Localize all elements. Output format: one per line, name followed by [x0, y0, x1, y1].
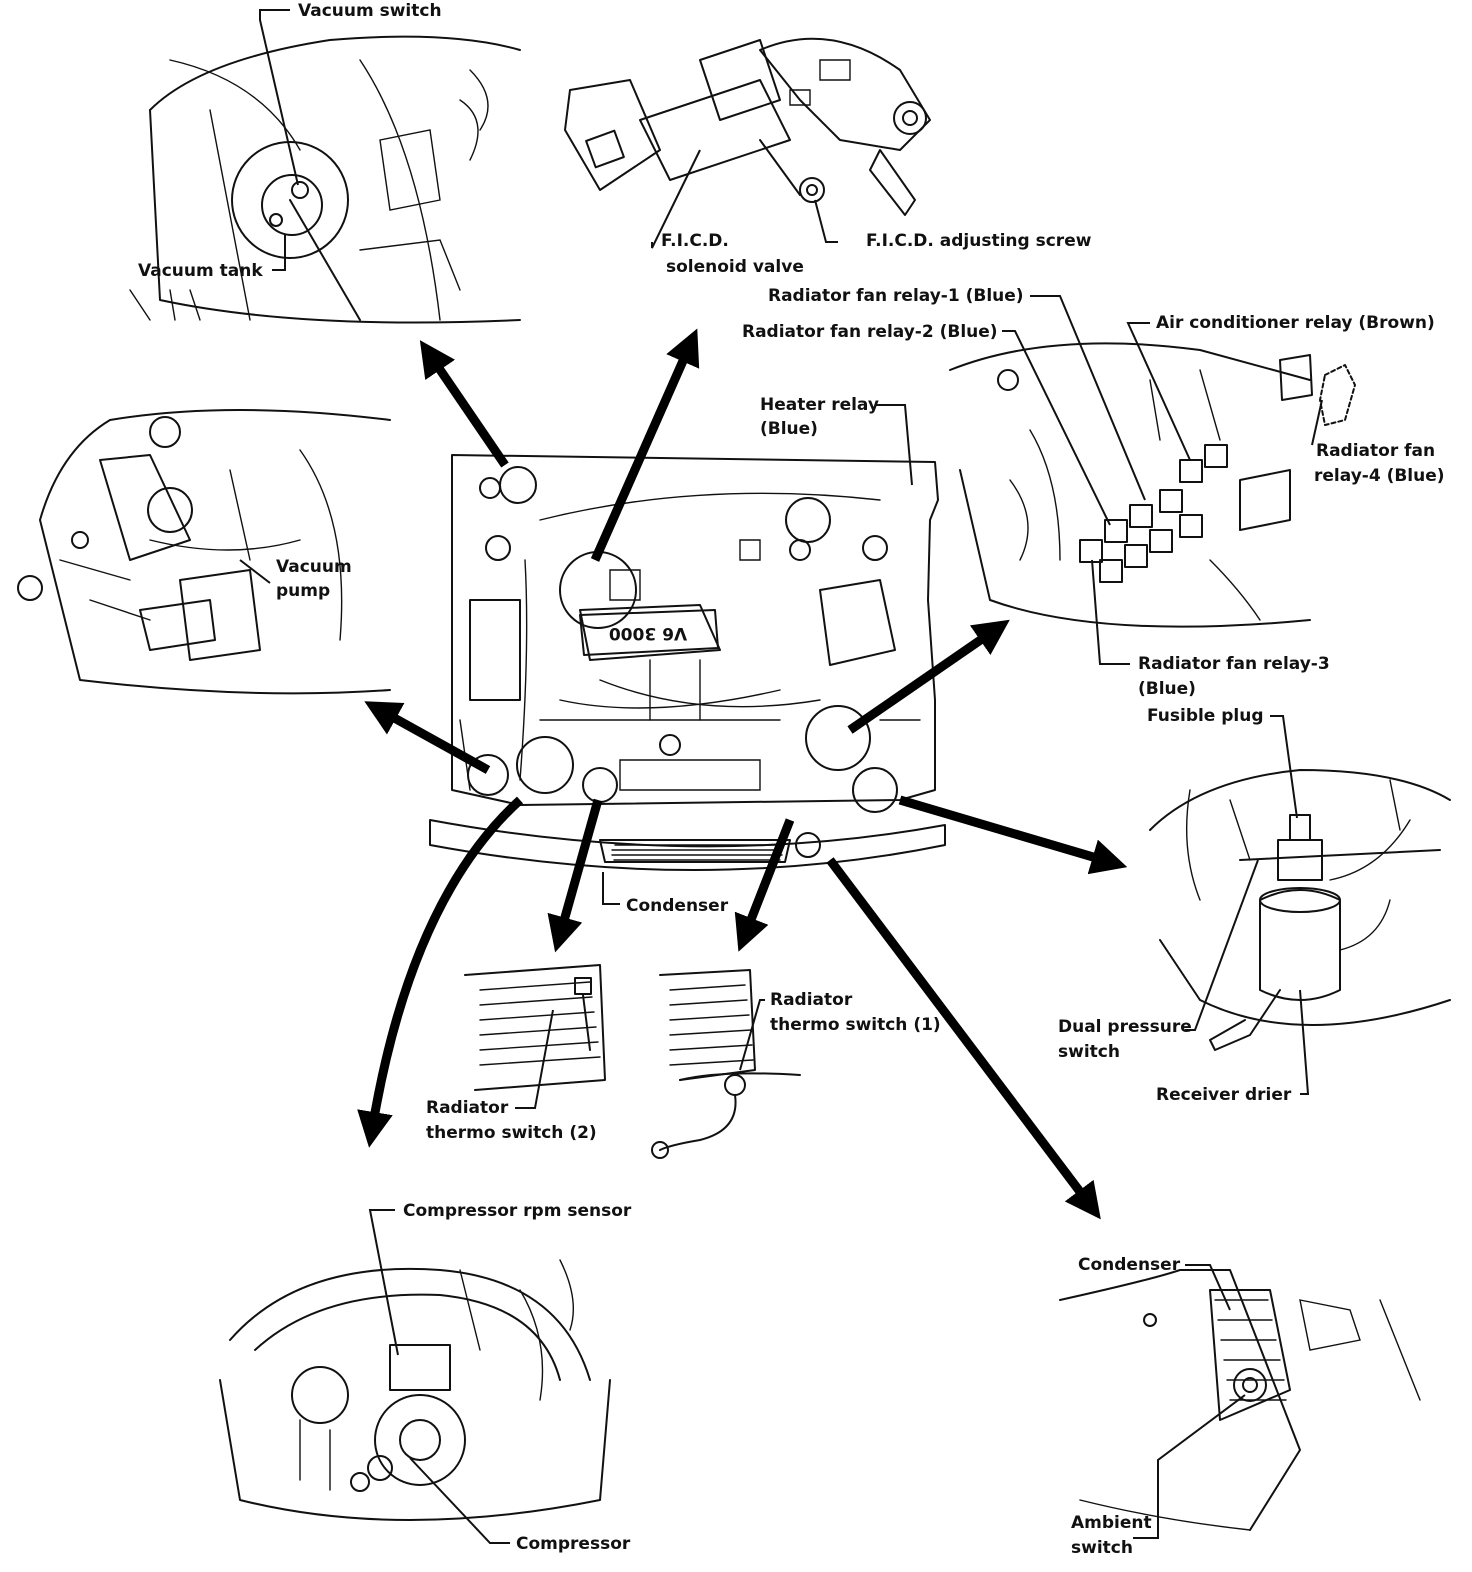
label-dual-pressure-switch-line2: switch — [1058, 1042, 1120, 1062]
receiver-drier-detail — [1149, 769, 1451, 1051]
label-ambient-switch-line2: switch — [1071, 1538, 1133, 1558]
thermo-switch-2-detail — [464, 964, 606, 1091]
label-condenser-bottom-right: Condenser — [1078, 1255, 1181, 1275]
label-ficd-solenoid-line2: solenoid valve — [666, 257, 804, 277]
label-ficd-adjusting-screw: F.I.C.D. adjusting screw — [866, 231, 1092, 251]
label-compressor: Compressor — [516, 1534, 631, 1554]
label-fusible-plug: Fusible plug — [1147, 706, 1264, 726]
label-radiator-fan-relay-3-line2: (Blue) — [1138, 679, 1196, 699]
label-radiator-fan-relay-3-line1: Radiator fan relay-3 — [1138, 654, 1330, 674]
label-heater-relay-line2: (Blue) — [760, 419, 818, 439]
ficd-solenoid-detail — [564, 37, 931, 216]
label-radiator-fan-relay-2: Radiator fan relay-2 (Blue) — [742, 322, 998, 342]
relay-block-detail — [949, 342, 1356, 628]
label-vacuum-pump-line2: pump — [276, 581, 330, 601]
engine-cover: V6 3000 — [579, 609, 719, 656]
label-air-conditioner-relay: Air conditioner relay (Brown) — [1156, 313, 1435, 333]
label-heater-relay-line1: Heater relay — [760, 395, 879, 415]
condenser-grille — [611, 844, 783, 861]
vacuum-pump-detail — [17, 409, 391, 695]
leader-lines — [239, 9, 1323, 1544]
label-thermo-switch-2-line1: Radiator — [426, 1098, 509, 1118]
labels: Vacuum switch Vacuum tank F.I.C.D. solen… — [138, 1, 1445, 1558]
vacuum-switch-detail — [129, 35, 521, 324]
label-ambient-switch-line1: Ambient — [1071, 1513, 1152, 1533]
ambient-switch-detail — [1059, 1269, 1421, 1531]
label-radiator-fan-relay-4-line2: relay-4 (Blue) — [1314, 466, 1445, 486]
label-thermo-switch-1-line2: thermo switch (1) — [770, 1015, 941, 1035]
label-vacuum-tank: Vacuum tank — [138, 261, 263, 281]
compressor-detail — [219, 1259, 611, 1521]
arrows — [357, 328, 1128, 1220]
label-vacuum-switch: Vacuum switch — [298, 1, 442, 21]
label-radiator-fan-relay-4-line1: Radiator fan — [1316, 441, 1435, 461]
label-thermo-switch-1-line1: Radiator — [770, 990, 853, 1010]
thermo-switch-1-detail — [651, 969, 801, 1159]
label-ficd-solenoid-line1: F.I.C.D. — [661, 231, 729, 251]
label-vacuum-pump-line1: Vacuum — [276, 557, 352, 577]
label-dual-pressure-switch-line1: Dual pressure — [1058, 1017, 1192, 1037]
engine-compartment: V6 3000 — [429, 454, 946, 871]
engine-badge: V6 3000 — [609, 623, 687, 643]
label-thermo-switch-2-line2: thermo switch (2) — [426, 1123, 597, 1143]
label-receiver-drier: Receiver drier — [1156, 1085, 1292, 1105]
relay-array — [1079, 444, 1228, 583]
label-condenser-center: Condenser — [626, 896, 729, 916]
label-compressor-rpm-sensor: Compressor rpm sensor — [403, 1201, 632, 1221]
label-radiator-fan-relay-1: Radiator fan relay-1 (Blue) — [768, 286, 1024, 306]
